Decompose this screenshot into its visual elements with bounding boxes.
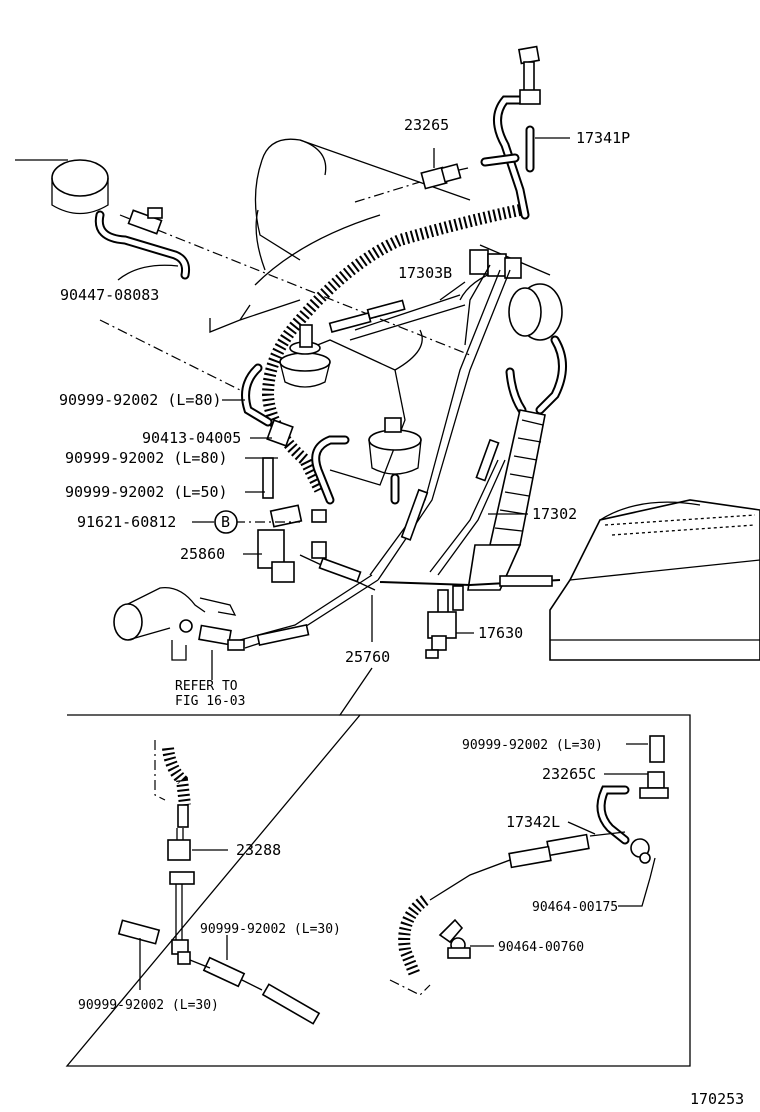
- label-91621-60812: 91621-60812: [77, 513, 176, 531]
- label-23265c: 23265C: [542, 765, 596, 783]
- label-90447-08083: 90447-08083: [60, 286, 159, 304]
- label-90999-l80-a: 90999-92002 (L=80): [59, 391, 222, 409]
- label-refer-to: REFER TO: [175, 679, 238, 694]
- label-25760: 25760: [345, 648, 390, 666]
- callout-b-circle: [214, 510, 238, 534]
- label-90999-l50: 90999-92002 (L=50): [65, 483, 228, 501]
- label-17342l: 17342L: [506, 813, 560, 831]
- dome-sensor: [505, 283, 567, 415]
- label-25860: 25860: [180, 545, 225, 563]
- hose-assembly: [94, 45, 567, 661]
- engine-outline: [15, 138, 760, 661]
- canister: [279, 324, 331, 388]
- vsv-25860: [235, 504, 327, 583]
- label-23288: 23288: [236, 841, 281, 859]
- label-17302: 17302: [532, 505, 577, 523]
- label-detail-90999-b: 90999-92002 (L=30): [200, 922, 341, 937]
- label-fig-16-03: FIG 16-03: [175, 694, 245, 709]
- label-detail-90999-c: 90999-92002 (L=30): [78, 998, 219, 1013]
- label-17303b: 17303B: [398, 264, 452, 282]
- label-90464-00175: 90464-00175: [532, 900, 618, 915]
- valve: [368, 417, 422, 505]
- corrugated-hose-17302: [467, 409, 546, 591]
- detail-box: [65, 714, 691, 1067]
- label-90413-04005: 90413-04005: [142, 429, 241, 447]
- sensor-17630: [425, 585, 464, 659]
- label-17630: 17630: [478, 624, 523, 642]
- label-90464-00760: 90464-00760: [498, 940, 584, 955]
- figure-number: 170253: [690, 1090, 744, 1108]
- label-17341p: 17341P: [576, 129, 630, 147]
- part-labels: 23265 17341P 90447-08083 17303B 90999-92…: [59, 116, 744, 1108]
- label-90999-l80-b: 90999-92002 (L=80): [65, 449, 228, 467]
- label-23265: 23265: [404, 116, 449, 134]
- label-detail-90999-a: 90999-92002 (L=30): [462, 738, 603, 753]
- sensor-23265: [354, 163, 469, 203]
- water-outlet: [113, 586, 245, 661]
- callout-b-letter: B: [221, 513, 230, 531]
